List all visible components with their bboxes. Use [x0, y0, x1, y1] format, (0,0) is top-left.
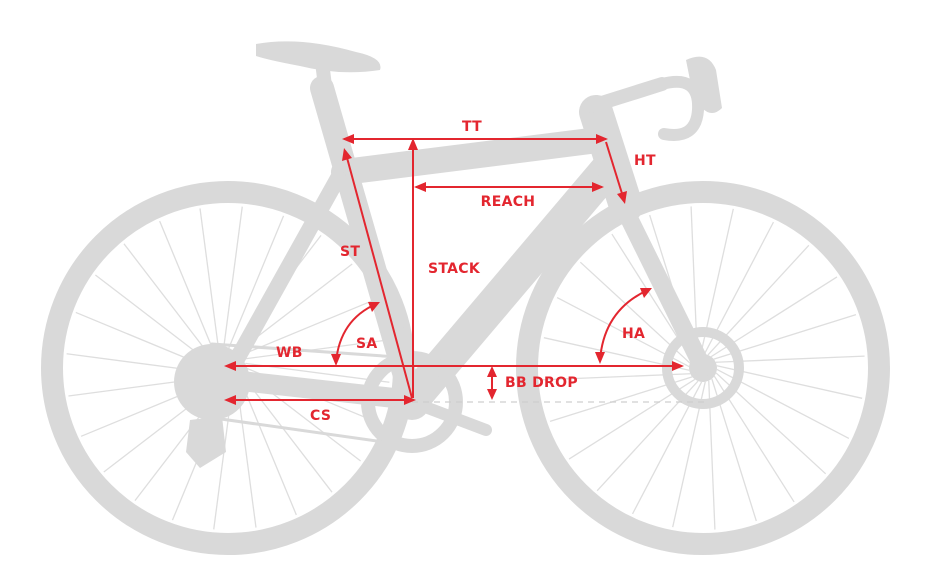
- brake-hood: [686, 56, 722, 113]
- st-arrow-top: [342, 148, 352, 161]
- wheel-spoke: [227, 215, 285, 351]
- tt-arrow-left: [342, 134, 354, 144]
- cs-arrow-left: [224, 395, 236, 405]
- wb-dimension: WB: [224, 345, 684, 371]
- saddle: [256, 41, 381, 73]
- reach-dimension: REACH: [414, 182, 604, 210]
- wheel-spoke: [222, 206, 243, 351]
- rear-derailleur: [186, 416, 226, 468]
- cockpit: [585, 56, 722, 141]
- disc-rotor: [662, 327, 744, 409]
- wheel-spoke: [94, 274, 212, 364]
- tt-label: TT: [462, 119, 482, 135]
- wheel-spoke: [199, 208, 220, 353]
- dimension-overlay: TT HT STACK REACH ST: [224, 119, 684, 424]
- reach-arrow-right: [592, 182, 604, 192]
- st-label: ST: [340, 244, 360, 260]
- stack-dimension: STACK: [408, 138, 481, 398]
- bb-drop-label: BB DROP: [505, 375, 578, 391]
- chain-top: [210, 342, 414, 360]
- crank-arm: [406, 396, 492, 436]
- seat-tube: [310, 76, 424, 412]
- wheel-spoke: [236, 383, 257, 528]
- chain-bottom: [212, 416, 414, 448]
- wheel-spoke: [243, 376, 333, 493]
- stack-label: STACK: [428, 261, 481, 277]
- wheel-spoke: [243, 339, 388, 360]
- wb-label: WB: [276, 345, 303, 361]
- ha-arrow-top: [640, 288, 652, 298]
- reach-arrow-left: [414, 182, 426, 192]
- ha-arrow-bottom: [595, 352, 605, 364]
- bb-drop-arrow-top: [487, 366, 497, 377]
- sa-arrow-top: [368, 302, 380, 312]
- ht-arrow-bottom: [617, 191, 627, 204]
- seat-assembly: [256, 41, 381, 117]
- tt-arrow-right: [596, 134, 608, 144]
- wb-arrow-left: [224, 361, 236, 371]
- frame: [222, 76, 712, 417]
- st-dimension: ST: [340, 148, 413, 399]
- ht-label: HT: [634, 153, 656, 169]
- bb-drop-dimension: BB DROP: [487, 366, 578, 400]
- wheel-spoke: [240, 299, 376, 356]
- bike-silhouette: [41, 41, 890, 555]
- cs-arrow-right: [404, 395, 416, 405]
- wheel-spoke: [240, 380, 297, 516]
- top-tube: [331, 127, 611, 185]
- ha-label: HA: [622, 326, 645, 342]
- handlebar: [656, 75, 705, 141]
- cs-label: CS: [310, 408, 331, 424]
- ha-dimension: HA: [595, 288, 652, 364]
- wheel-spoke: [123, 243, 213, 360]
- stack-arrow-top: [408, 138, 418, 150]
- chain-stay: [222, 370, 422, 410]
- sa-dimension: SA: [331, 302, 380, 366]
- tt-dimension: TT: [342, 119, 608, 144]
- sa-label: SA: [356, 336, 378, 352]
- fork: [611, 191, 712, 377]
- stem: [585, 77, 669, 113]
- front-wheel: [516, 181, 890, 555]
- bb-drop-arrow-bottom: [487, 389, 497, 400]
- cs-dimension: CS: [224, 395, 416, 424]
- ht-dimension: HT: [605, 141, 656, 204]
- wheel-spoke: [159, 220, 216, 356]
- down-tube: [395, 147, 629, 417]
- wb-arrow-right: [672, 361, 684, 371]
- reach-label: REACH: [481, 194, 536, 210]
- sa-arrow-bottom: [331, 354, 341, 366]
- seat-stay: [224, 170, 346, 376]
